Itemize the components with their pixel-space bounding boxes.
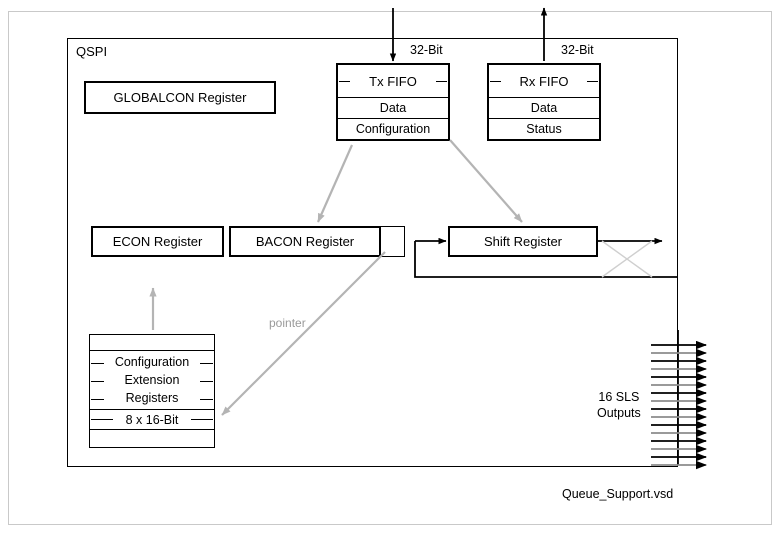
shift-register-label: Shift Register xyxy=(483,234,563,249)
bacon-register-label: BACON Register xyxy=(255,234,355,249)
cer-size-right-tick-icon xyxy=(191,419,213,420)
cer-line-2: Extension xyxy=(124,373,180,387)
tx-bus-width-label: 32-Bit xyxy=(410,43,443,57)
rx-fifo-left-tick-icon xyxy=(490,81,501,82)
tx-fifo-right-tick-icon xyxy=(436,81,447,82)
shift-register-block: Shift Register xyxy=(448,226,598,257)
cer-line-3: Registers xyxy=(125,391,179,405)
pointer-label: pointer xyxy=(269,316,306,330)
econ-register-label: ECON Register xyxy=(112,234,203,249)
configuration-extension-registers-block: Configuration Extension Registers 8 x 16… xyxy=(89,334,215,448)
rx-bus-width-label: 32-Bit xyxy=(561,43,594,57)
tx-fifo-title-row: Tx FIFO xyxy=(338,65,448,97)
cer-right-tick-3-icon xyxy=(200,399,213,400)
sls-outputs-line-2: Outputs xyxy=(597,406,641,420)
tx-fifo-block: Tx FIFO Data Configuration xyxy=(336,63,450,141)
rx-fifo-row-data: Data xyxy=(489,97,599,118)
econ-register-block: ECON Register xyxy=(91,226,224,257)
cer-bottom-band xyxy=(90,430,214,445)
diagram-caption: Queue_Support.vsd xyxy=(562,487,674,501)
tx-fifo-title: Tx FIFO xyxy=(369,73,417,89)
cer-size-band: 8 x 16-Bit xyxy=(90,410,214,430)
cer-right-tick-2-icon xyxy=(200,381,213,382)
bacon-register-block: BACON Register xyxy=(229,226,381,257)
cer-right-tick-1-icon xyxy=(200,363,213,364)
cer-text-band: Configuration Extension Registers xyxy=(90,351,214,410)
tx-fifo-row-configuration: Configuration xyxy=(338,118,448,139)
rx-fifo-block: Rx FIFO Data Status xyxy=(487,63,601,141)
rx-fifo-right-tick-icon xyxy=(587,81,598,82)
rx-fifo-title: Rx FIFO xyxy=(519,73,569,89)
cer-left-tick-2-icon xyxy=(91,381,104,382)
tx-fifo-row-data: Data xyxy=(338,97,448,118)
tx-fifo-left-tick-icon xyxy=(339,81,350,82)
cer-size-left-tick-icon xyxy=(91,419,113,420)
sls-outputs-line-1: 16 SLS xyxy=(598,390,640,404)
cer-line-1: Configuration xyxy=(114,355,190,369)
rx-fifo-title-row: Rx FIFO xyxy=(489,65,599,97)
page-border xyxy=(8,11,772,525)
cer-top-band xyxy=(90,335,214,351)
cer-size-label: 8 x 16-Bit xyxy=(125,412,179,427)
globalcon-register-label: GLOBALCON Register xyxy=(113,90,247,105)
qspi-module-label: QSPI xyxy=(76,44,108,59)
cer-left-tick-3-icon xyxy=(91,399,104,400)
globalcon-register-block: GLOBALCON Register xyxy=(84,81,276,114)
rx-fifo-row-status: Status xyxy=(489,118,599,139)
cer-left-tick-1-icon xyxy=(91,363,104,364)
sls-outputs-label: 16 SLS Outputs xyxy=(597,389,641,421)
